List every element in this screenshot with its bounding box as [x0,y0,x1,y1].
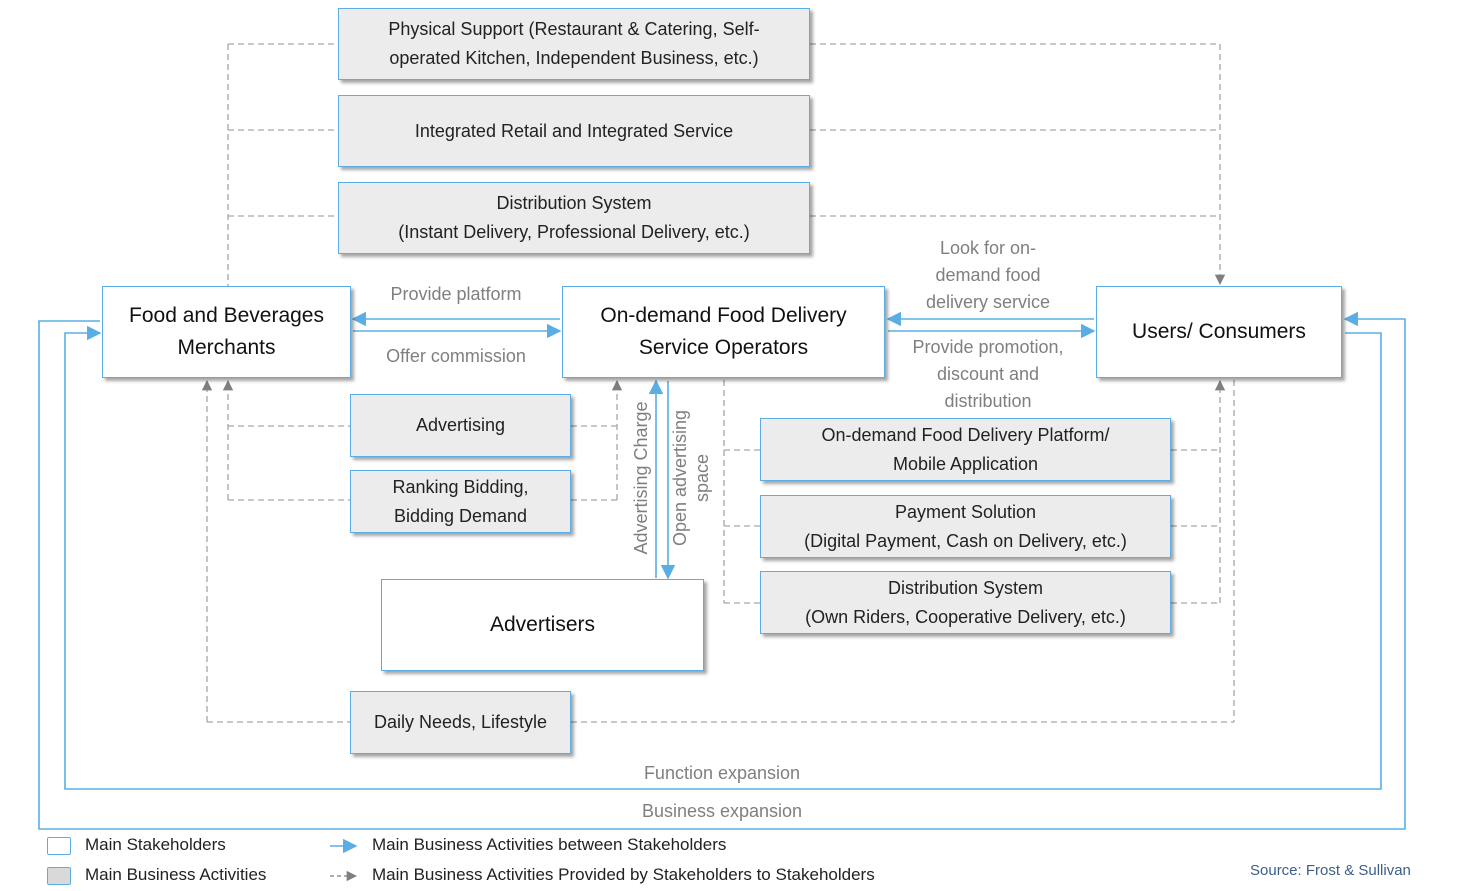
source-note: Source: Frost & Sullivan [1250,862,1411,879]
advertising-charge-label: Advertising Charge [631,401,651,555]
function-expansion-line [64,325,1382,790]
operators-box: On-demand Food Delivery Service Operator… [562,286,885,378]
legend-activity-swatch [47,867,71,885]
business-expansion-label: Business expansion [641,801,803,821]
distribution-system-bottom-box: Distribution System (Own Riders, Coopera… [760,571,1171,634]
legend-main-stakeholders: Main Stakeholders [85,835,226,854]
advertisers-box: Advertisers [381,579,704,671]
platform-app-box: On-demand Food Delivery Platform/ Mobile… [760,418,1171,481]
users-box: Users/ Consumers [1096,286,1342,378]
ranking-bidding-box: Ranking Bidding, Bidding Demand [350,470,571,533]
business-expansion-line [38,311,1406,830]
legend-between-stakeholders: Main Business Activities between Stakeho… [372,835,727,854]
legend-provided-by-stakeholders: Main Business Activities Provided by Sta… [372,865,875,884]
provide-platform-label: Provide platform [390,284,522,304]
physical-support-box: Physical Support (Restaurant & Catering,… [338,8,810,80]
payment-solution-box: Payment Solution (Digital Payment, Cash … [760,495,1171,558]
merchants-box: Food and Beverages Merchants [102,286,351,378]
offer-commission-label: Offer commission [386,346,526,366]
legend-main-business-activities: Main Business Activities [85,865,267,884]
distribution-system-top-box: Distribution System (Instant Delivery, P… [338,182,810,254]
function-expansion-label: Function expansion [643,763,801,783]
look-for-service-label: Look for on- demand food delivery servic… [925,238,1051,312]
advertising-box: Advertising [350,394,571,457]
provide-promotion-label: Provide promotion, discount and distribu… [912,337,1064,411]
daily-needs-box: Daily Needs, Lifestyle [350,691,571,754]
integrated-retail-box: Integrated Retail and Integrated Service [338,95,810,167]
open-advertising-label: Open advertising space [670,409,712,547]
legend-stakeholder-swatch [47,837,71,855]
